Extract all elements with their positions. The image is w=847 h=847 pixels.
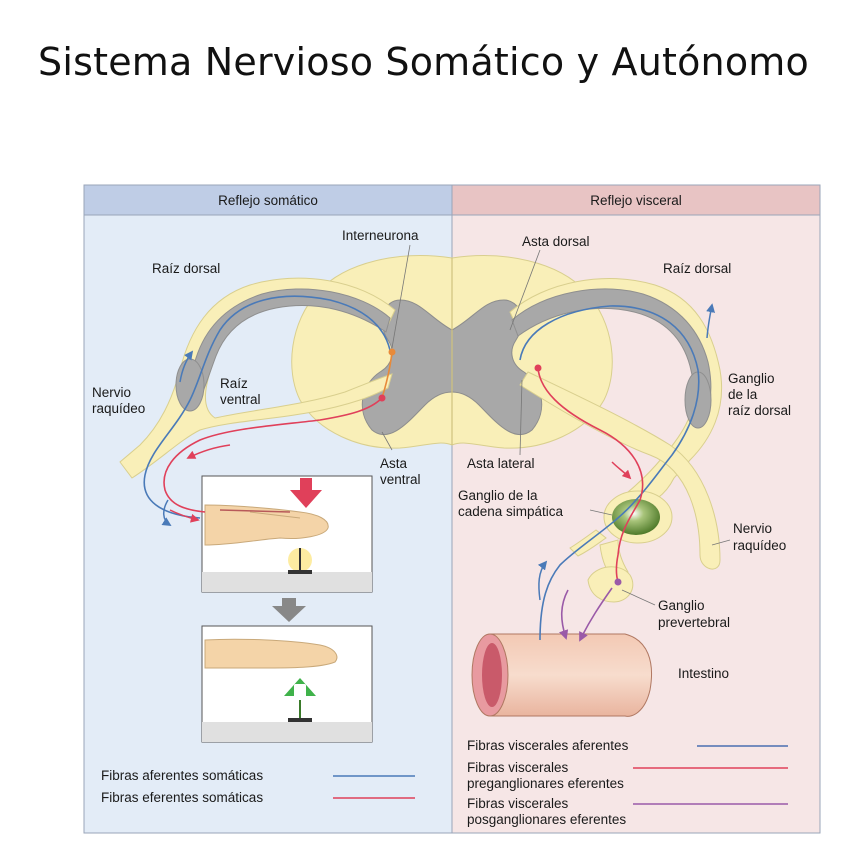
left-spinal-nerve xyxy=(119,277,396,479)
legend-item: posganglionares eferentes xyxy=(467,812,626,827)
label-raiz-dorsal-right: Raíz dorsal xyxy=(663,261,731,276)
label-asta-ventral-1: Asta xyxy=(380,456,408,471)
label-interneurona: Interneurona xyxy=(342,228,419,243)
right-header-bar xyxy=(451,184,821,216)
page-title: Sistema Nervioso Somático y Autónomo xyxy=(38,40,809,84)
right-fibers xyxy=(519,303,716,642)
left-fibers xyxy=(143,295,396,526)
label-ganglio-raiz-2: de la xyxy=(728,387,758,402)
label-ganglio-prev-2: prevertebral xyxy=(658,615,730,630)
left-header-bar xyxy=(83,184,453,216)
label-asta-lateral: Asta lateral xyxy=(467,456,535,471)
legend-item: Fibras aferentes somáticas xyxy=(101,768,263,783)
label-asta-ventral-2: ventral xyxy=(380,472,421,487)
label-nervio-left-2: raquídeo xyxy=(92,401,145,416)
down-arrow xyxy=(272,598,306,622)
label-nervio-left-1: Nervio xyxy=(92,385,131,400)
label-ganglio-raiz-1: Ganglio xyxy=(728,371,775,386)
label-raiz-ventral-2: ventral xyxy=(220,392,261,407)
leader-lines xyxy=(381,244,731,606)
label-ganglio-cadena-2: cadena simpática xyxy=(458,504,564,519)
left-header: Reflejo somático xyxy=(218,193,318,208)
legend-item: Fibras viscerales xyxy=(467,760,569,775)
label-asta-dorsal: Asta dorsal xyxy=(522,234,590,249)
label-ganglio-cadena-1: Ganglio de la xyxy=(458,488,538,503)
label-raiz-ventral-1: Raíz xyxy=(220,376,248,391)
legend-item: Fibras eferentes somáticas xyxy=(101,790,263,805)
legend-item: Fibras viscerales aferentes xyxy=(467,738,629,753)
intestine xyxy=(471,633,653,717)
hand-box-1 xyxy=(201,475,373,593)
legend-item: preganglionares eferentes xyxy=(467,776,624,791)
legend-right: Fibras viscerales aferentes Fibras visce… xyxy=(467,738,788,827)
hand-box-2 xyxy=(201,625,373,743)
legend-left: Fibras aferentes somáticas Fibras eferen… xyxy=(101,768,415,805)
label-raiz-dorsal-left: Raíz dorsal xyxy=(152,261,220,276)
label-ganglio-prev-1: Ganglio xyxy=(658,598,705,613)
right-header: Reflejo visceral xyxy=(590,193,682,208)
label-nervio-right-1: Nervio xyxy=(733,521,772,536)
label-intestino: Intestino xyxy=(678,666,729,681)
legend-item: Fibras viscerales xyxy=(467,796,569,811)
label-nervio-right-2: raquídeo xyxy=(733,538,786,553)
label-ganglio-raiz-3: raíz dorsal xyxy=(728,403,791,418)
